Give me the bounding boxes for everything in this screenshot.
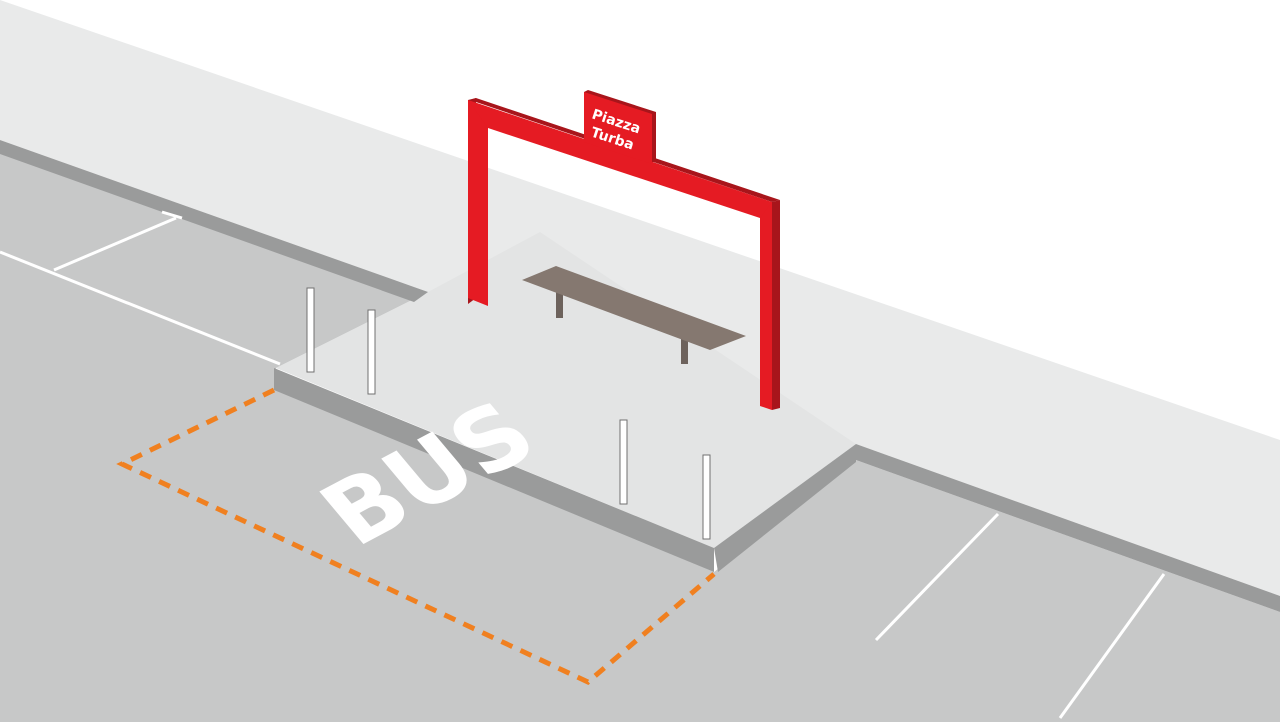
frame-right-post [760, 202, 772, 410]
frame-top-beam [468, 100, 772, 222]
bench [522, 266, 746, 364]
pole [306, 287, 315, 373]
frame-right-post-side [772, 200, 780, 410]
curb-right [856, 444, 1280, 612]
curb-platform-right [714, 444, 856, 572]
parking-line [1058, 573, 1166, 719]
parking-line [161, 210, 183, 220]
pole [619, 419, 628, 505]
bench-leg [556, 292, 563, 318]
road-surface [0, 152, 1280, 722]
frame-left-post [468, 100, 488, 306]
bench-leg [681, 336, 688, 364]
curb-platform-front [274, 368, 714, 572]
parking-line [53, 216, 177, 272]
parking-line [874, 512, 1000, 642]
bus-bay-outline [116, 387, 716, 685]
bus-stop-platform [276, 232, 856, 548]
pole [702, 454, 711, 540]
pole [367, 309, 376, 395]
stop-name-sign: Piazza Turba [584, 90, 656, 164]
sign-panel [584, 92, 652, 164]
parking-line [0, 250, 281, 366]
bench-seat [522, 266, 746, 350]
curb-left [0, 140, 428, 302]
